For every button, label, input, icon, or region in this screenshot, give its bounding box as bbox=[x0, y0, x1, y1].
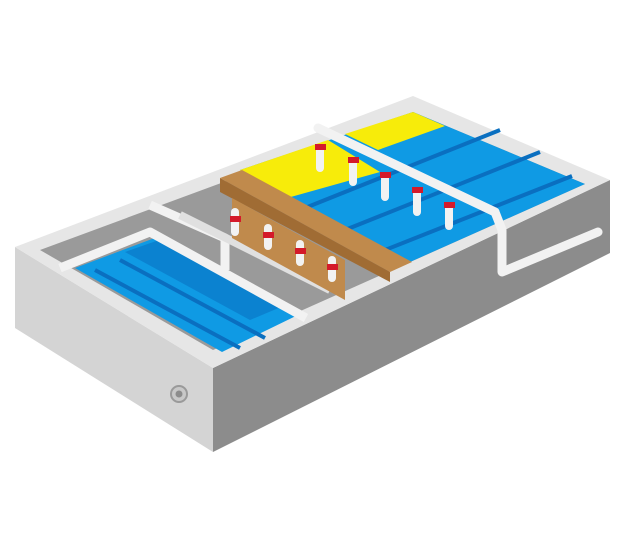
pipe-joint bbox=[444, 202, 455, 208]
inlet-pool bbox=[75, 236, 302, 352]
pipe-joint bbox=[230, 216, 241, 222]
drain-port bbox=[170, 385, 188, 403]
yellow-zone bbox=[345, 112, 445, 150]
drain-port-inner bbox=[175, 390, 183, 398]
yellow-zone bbox=[240, 140, 380, 200]
inlet-stripe bbox=[119, 258, 266, 340]
pipe-joint bbox=[348, 157, 359, 163]
inlet-pool-weir bbox=[125, 239, 288, 320]
pipe-joint bbox=[295, 248, 306, 254]
pipe-joint bbox=[263, 232, 274, 238]
support-beam bbox=[220, 170, 412, 300]
overflow-pipe-line bbox=[490, 207, 603, 277]
pipe-joint bbox=[412, 187, 423, 193]
beam-top bbox=[220, 170, 412, 272]
inlet-stripe bbox=[94, 268, 241, 350]
basin-stripe bbox=[339, 150, 541, 234]
pipe-joint bbox=[380, 172, 391, 178]
pipe-joint bbox=[315, 144, 326, 150]
beam-side-panel bbox=[232, 198, 345, 300]
tank-right-face bbox=[213, 180, 610, 452]
basin-stripe bbox=[379, 174, 573, 254]
beam-front bbox=[220, 178, 390, 282]
overflow-pipe bbox=[490, 207, 603, 277]
aeration-pipes bbox=[230, 123, 500, 282]
pipe-header bbox=[313, 123, 500, 217]
pipe-joint bbox=[327, 264, 338, 270]
tank-left-face bbox=[15, 247, 213, 452]
partition-wall bbox=[58, 227, 309, 322]
